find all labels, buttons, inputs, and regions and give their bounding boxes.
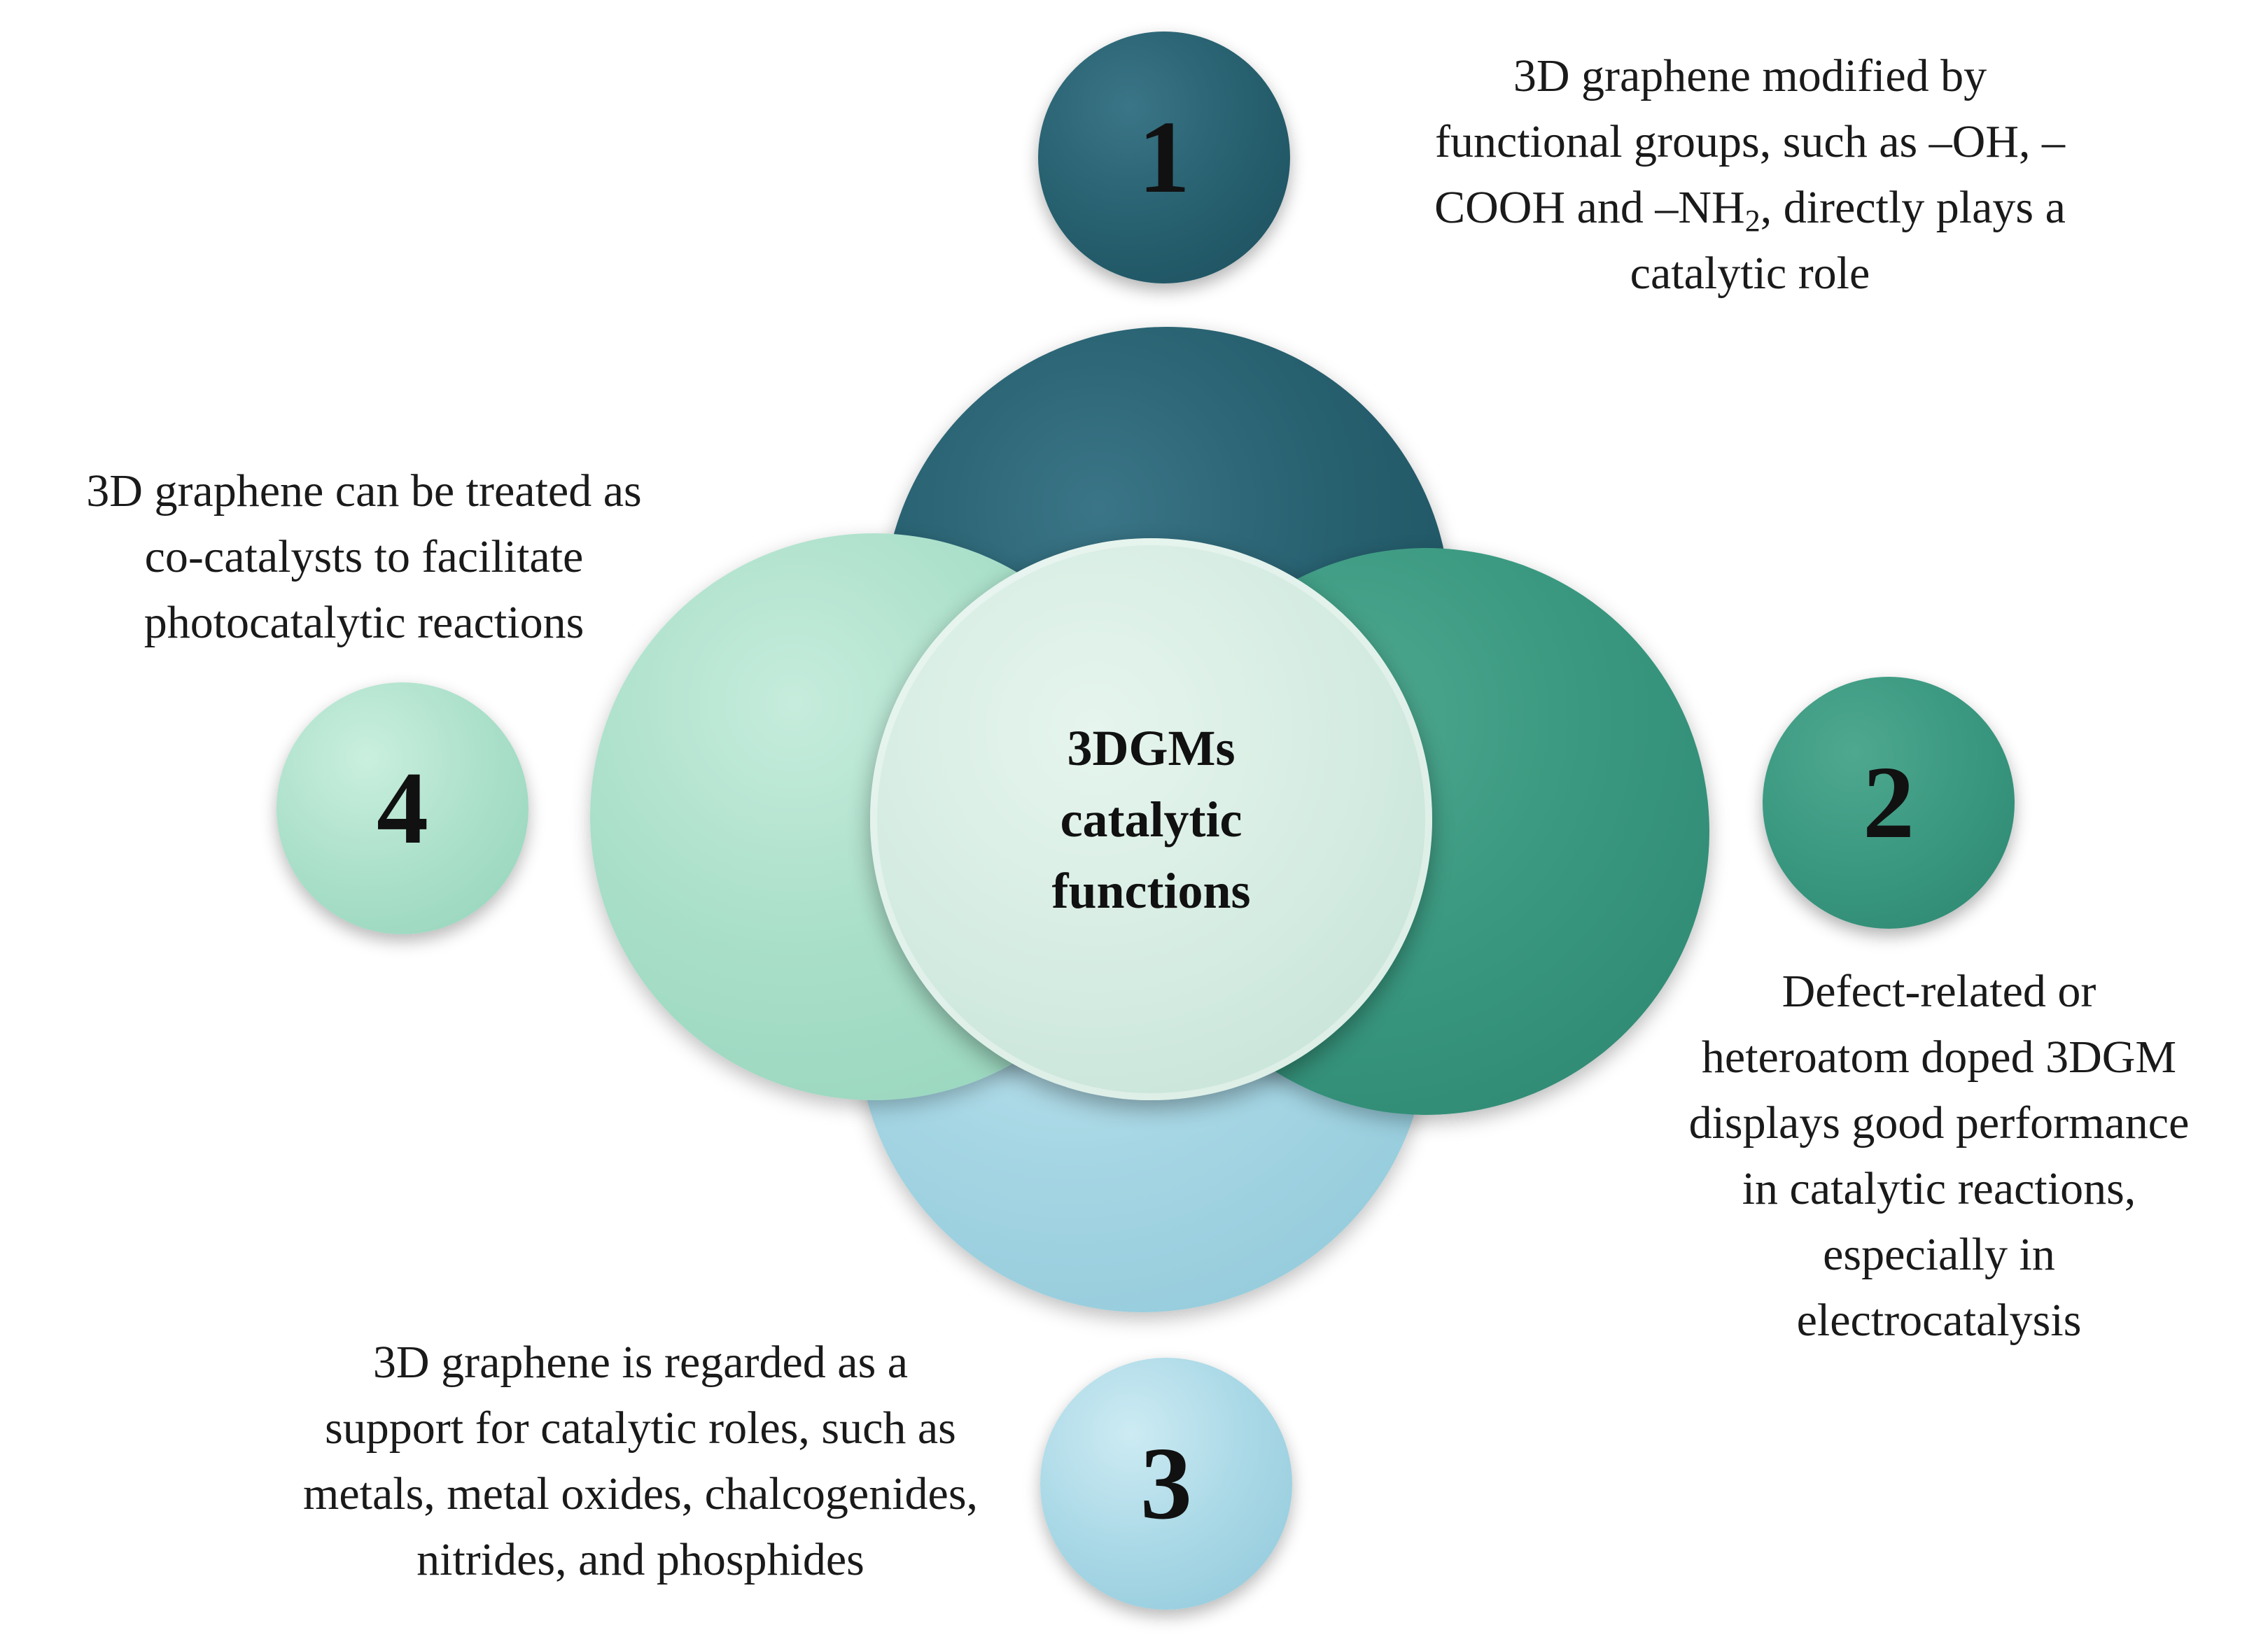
description-1-text: COOH and –NH: [1434, 182, 1745, 233]
description-1-line: catalytic role: [1630, 248, 1870, 299]
description-2-line: displays good performance: [1688, 1097, 2190, 1148]
description-1: 3D graphene modified by functional group…: [1302, 43, 2198, 307]
description-4: 3D graphene can be treated as co-catalys…: [14, 458, 714, 656]
number-circle-1: 1: [1038, 31, 1290, 283]
description-1-line: 3D graphene modified by: [1513, 50, 1987, 101]
center-label: 3DGMs catalytic functions: [1051, 719, 1251, 919]
description-1-line: functional groups, such as –OH, –: [1434, 116, 2066, 167]
number-circle-4: 4: [276, 682, 528, 934]
description-1-text: , directly plays a: [1760, 182, 2066, 233]
description-2-line: especially in: [1823, 1229, 2055, 1280]
description-3-line: 3D graphene is regarded as a: [372, 1337, 909, 1388]
description-3-line: metals, metal oxides, chalcogenides,: [302, 1468, 979, 1519]
description-2-line: in catalytic reactions,: [1742, 1163, 2136, 1214]
description-2-line: electrocatalysis: [1796, 1295, 2082, 1346]
description-4-line: photocatalytic reactions: [144, 597, 584, 648]
number-circle-2: 2: [1763, 677, 2015, 929]
description-1-line-formula: COOH and –NH2, directly plays a: [1302, 175, 2198, 241]
number-circle-3: 3: [1040, 1358, 1292, 1610]
center-circle: 3DGMs catalytic functions: [870, 538, 1432, 1100]
description-2-line: Defect-related or: [1782, 966, 2096, 1017]
description-3-line: nitrides, and phosphides: [416, 1534, 864, 1585]
description-2: Defect-related or heteroatom doped 3DGM …: [1610, 959, 2268, 1354]
description-2-line: heteroatom doped 3DGM: [1701, 1032, 2177, 1083]
description-4-line: 3D graphene can be treated as: [86, 465, 642, 517]
description-3: 3D graphene is regarded as a support for…: [210, 1330, 1071, 1593]
description-4-line: co-catalysts to facilitate: [144, 531, 584, 582]
description-3-line: support for catalytic roles, such as: [325, 1403, 956, 1454]
subscript-2: 2: [1744, 204, 1760, 238]
